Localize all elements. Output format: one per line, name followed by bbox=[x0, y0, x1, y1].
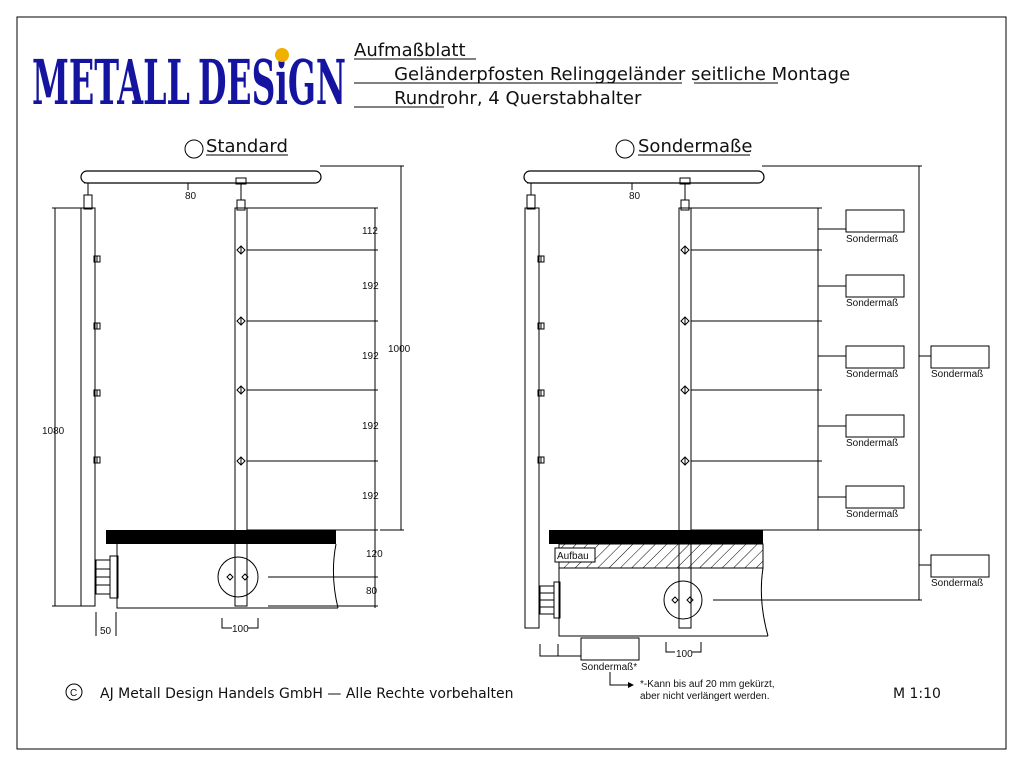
dim-width-left: 50 bbox=[100, 626, 112, 637]
dim-spacing-1: 112 bbox=[362, 226, 378, 237]
sonder-title: Sondermaße bbox=[638, 136, 752, 157]
aufbau-label: Aufbau bbox=[557, 551, 589, 562]
dim-spacing-3: 192 bbox=[362, 351, 379, 362]
dim-height-total: 1080 bbox=[42, 426, 65, 437]
floor-slab-s bbox=[549, 530, 763, 544]
custom-measure-fields: Sondermaß Sondermaß Sondermaß Sondermaß … bbox=[818, 209, 990, 589]
dim-spacing-4: 192 bbox=[362, 421, 379, 432]
dim-bottom-1: 120 bbox=[366, 549, 383, 560]
custom-field-label: Sondermaß bbox=[931, 578, 983, 589]
holder-markers-right bbox=[236, 245, 246, 466]
custom-field-label-star: Sondermaß* bbox=[581, 662, 637, 673]
custom-field-label: Sondermaß bbox=[846, 234, 898, 245]
custom-field-spacing-1[interactable] bbox=[845, 209, 905, 233]
copyright-icon bbox=[65, 683, 83, 701]
header-emphasis: seitliche bbox=[691, 64, 766, 85]
custom-field-label: Sondermaß bbox=[846, 438, 898, 449]
dim-width-tube: 100 bbox=[232, 624, 249, 635]
custom-field-height[interactable] bbox=[930, 345, 990, 369]
logo-dot bbox=[275, 48, 289, 62]
holder-markers-right-s bbox=[680, 245, 690, 466]
custom-field-spacing-2[interactable] bbox=[845, 274, 905, 298]
custom-field-label: Sondermaß bbox=[846, 369, 898, 380]
variant-standard: Standard bbox=[42, 136, 411, 637]
sheet-footer: C AJ Metall Design Handels GmbH — Alle R… bbox=[65, 679, 941, 702]
holder-markers-left bbox=[93, 255, 101, 464]
radio-sondermasse[interactable] bbox=[615, 139, 635, 159]
header-line3: Rundrohr, 4 Querstabhalter bbox=[354, 88, 670, 109]
custom-field-label: Sondermaß bbox=[846, 298, 898, 309]
company-logo: METALL DESiGN bbox=[32, 46, 346, 119]
radio-standard[interactable] bbox=[184, 139, 204, 159]
spacing-lines bbox=[247, 207, 378, 608]
sheet-header: Aufmaßblatt Geländerpfosten Relinggeländ… bbox=[354, 40, 879, 109]
variant-sondermasse: Sondermaße bbox=[523, 136, 990, 688]
custom-field-spacing-4[interactable] bbox=[845, 414, 905, 438]
dim-top-offset-s: 80 bbox=[629, 191, 641, 202]
dim-bottom-2: 80 bbox=[366, 586, 378, 597]
copyright-text: AJ Metall Design Handels GmbH — Alle Rec… bbox=[100, 686, 514, 702]
custom-field-label: Sondermaß bbox=[931, 369, 983, 380]
custom-field-width[interactable] bbox=[580, 637, 640, 661]
header-line2: Geländerpfosten Relinggeländer seitliche… bbox=[354, 64, 879, 85]
standard-title: Standard bbox=[206, 136, 288, 157]
custom-field-spacing-5[interactable] bbox=[845, 485, 905, 509]
custom-field-spacing-3[interactable] bbox=[845, 345, 905, 369]
dim-top-offset: 80 bbox=[185, 191, 197, 202]
dim-spacing-2: 192 bbox=[362, 281, 379, 292]
dim-width-tube-s: 100 bbox=[676, 649, 693, 660]
dim-spacing-5: 192 bbox=[362, 491, 379, 502]
note-line-1: *-Kann bis auf 20 mm gekürzt, bbox=[640, 679, 775, 690]
logo-text-design: DESiGN bbox=[198, 46, 346, 119]
note-line-2: aber nicht verlängert werden. bbox=[640, 691, 770, 702]
scale-label: M 1:10 bbox=[893, 686, 941, 702]
copyright-symbol: C bbox=[70, 688, 77, 699]
header-sheet-type: Aufmaßblatt bbox=[354, 40, 466, 61]
custom-field-bottom[interactable] bbox=[930, 554, 990, 578]
dim-height-top: 1000 bbox=[388, 344, 411, 355]
sheet-border bbox=[16, 16, 1007, 750]
custom-field-label: Sondermaß bbox=[846, 509, 898, 520]
holder-markers-left-s bbox=[537, 255, 545, 464]
floor-slab bbox=[106, 530, 336, 544]
logo-text-metall: METALL bbox=[32, 46, 190, 119]
header-profile: Rundrohr bbox=[394, 88, 477, 109]
